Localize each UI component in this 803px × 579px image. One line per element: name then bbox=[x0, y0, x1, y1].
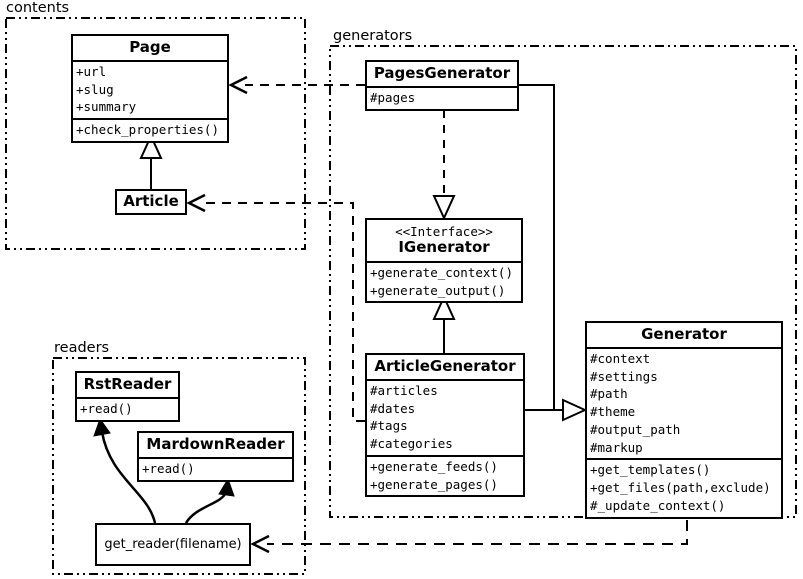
attribute: #theme bbox=[590, 404, 636, 420]
method: #_update_context() bbox=[590, 497, 726, 513]
relation-pagesgenerator-to-page bbox=[228, 75, 365, 95]
class-page-attributes: +url +slug +summary bbox=[73, 59, 227, 118]
relation-pagesgenerator-to-generator bbox=[519, 84, 588, 422]
class-rstreader-methods: +read() bbox=[77, 396, 178, 420]
class-generator-methods: +get_templates() +get_files(path,exclude… bbox=[587, 458, 781, 516]
attribute: #markup bbox=[590, 439, 643, 455]
class-generator-attributes: #context #settings #path #theme #output_… bbox=[587, 346, 781, 459]
relation-getreader-to-mardownreader bbox=[184, 477, 235, 524]
class-igenerator-name: IGenerator bbox=[398, 238, 490, 256]
class-pagesgenerator[interactable]: PagesGenerator #pages bbox=[365, 60, 519, 111]
attribute: #dates bbox=[370, 400, 416, 416]
class-articlegenerator-title: ArticleGenerator bbox=[374, 357, 516, 375]
class-article-title: Article bbox=[123, 192, 179, 210]
attribute: #categories bbox=[370, 436, 453, 452]
package-border-contents bbox=[5, 17, 306, 250]
attribute: +url bbox=[76, 63, 107, 79]
method: +generate_output() bbox=[370, 282, 506, 298]
package-label-generators: generators bbox=[331, 28, 416, 44]
attribute: #settings bbox=[590, 368, 658, 384]
class-pagesgenerator-attributes: #pages bbox=[367, 85, 517, 109]
class-articlegenerator-attributes: #articles #dates #tags #categories bbox=[367, 378, 523, 455]
method: +generate_feeds() bbox=[370, 458, 498, 474]
relation-article-to-page bbox=[139, 133, 163, 189]
relation-articlegenerator-to-article bbox=[186, 193, 365, 422]
method: +read() bbox=[80, 400, 133, 416]
class-mardownreader-title: MardownReader bbox=[146, 435, 285, 453]
relation-getreader-to-rstreader bbox=[93, 417, 157, 524]
class-igenerator-stereotype: <<Interface>> bbox=[395, 224, 493, 239]
function-get-reader-label: get_reader(filename) bbox=[104, 537, 242, 552]
function-get-reader[interactable]: get_reader(filename) bbox=[95, 523, 251, 566]
method: +read() bbox=[142, 460, 195, 476]
attribute: #tags bbox=[370, 418, 408, 434]
attribute: #path bbox=[590, 386, 628, 402]
method: +generate_pages() bbox=[370, 476, 498, 492]
class-page[interactable]: Page +url +slug +summary +check_properti… bbox=[71, 34, 229, 143]
class-generator-title: Generator bbox=[641, 325, 727, 343]
relation-articlegenerator-to-igenerator bbox=[432, 294, 456, 353]
class-rstreader-title: RstReader bbox=[83, 375, 172, 393]
attribute: +slug bbox=[76, 81, 114, 97]
class-article[interactable]: Article bbox=[115, 189, 187, 215]
class-igenerator[interactable]: <<Interface>> IGenerator +generate_conte… bbox=[365, 218, 523, 304]
attribute: #pages bbox=[370, 89, 416, 105]
relation-generator-to-getreader bbox=[250, 501, 688, 554]
attribute: #articles bbox=[370, 382, 438, 398]
class-page-methods: +check_properties() bbox=[73, 118, 227, 141]
class-mardownreader[interactable]: MardownReader +read() bbox=[137, 431, 294, 482]
class-rstreader[interactable]: RstReader +read() bbox=[75, 371, 180, 422]
relation-pagesgenerator-to-igenerator bbox=[432, 110, 456, 221]
package-border-readers bbox=[52, 357, 306, 575]
method: +get_files(path,exclude) bbox=[590, 480, 771, 496]
class-page-title: Page bbox=[129, 38, 171, 56]
class-mardownreader-methods: +read() bbox=[139, 456, 292, 480]
attribute: #context bbox=[590, 350, 651, 366]
attribute: #output_path bbox=[590, 421, 681, 437]
attribute: +summary bbox=[76, 99, 137, 115]
class-articlegenerator[interactable]: ArticleGenerator #articles #dates #tags … bbox=[365, 353, 525, 498]
class-articlegenerator-methods: +generate_feeds() +generate_pages() bbox=[367, 454, 523, 496]
method: +generate_context() bbox=[370, 264, 513, 280]
package-label-readers: readers bbox=[52, 340, 113, 356]
class-igenerator-title: <<Interface>> IGenerator bbox=[367, 220, 521, 261]
method: +get_templates() bbox=[590, 462, 711, 478]
package-label-contents: contents bbox=[4, 0, 73, 16]
method: +check_properties() bbox=[76, 122, 219, 138]
class-pagesgenerator-title: PagesGenerator bbox=[373, 64, 511, 82]
class-generator[interactable]: Generator #context #settings #path #them… bbox=[585, 321, 783, 519]
class-igenerator-methods: +generate_context() +generate_output() bbox=[367, 260, 521, 302]
package-border-generators bbox=[329, 45, 797, 518]
